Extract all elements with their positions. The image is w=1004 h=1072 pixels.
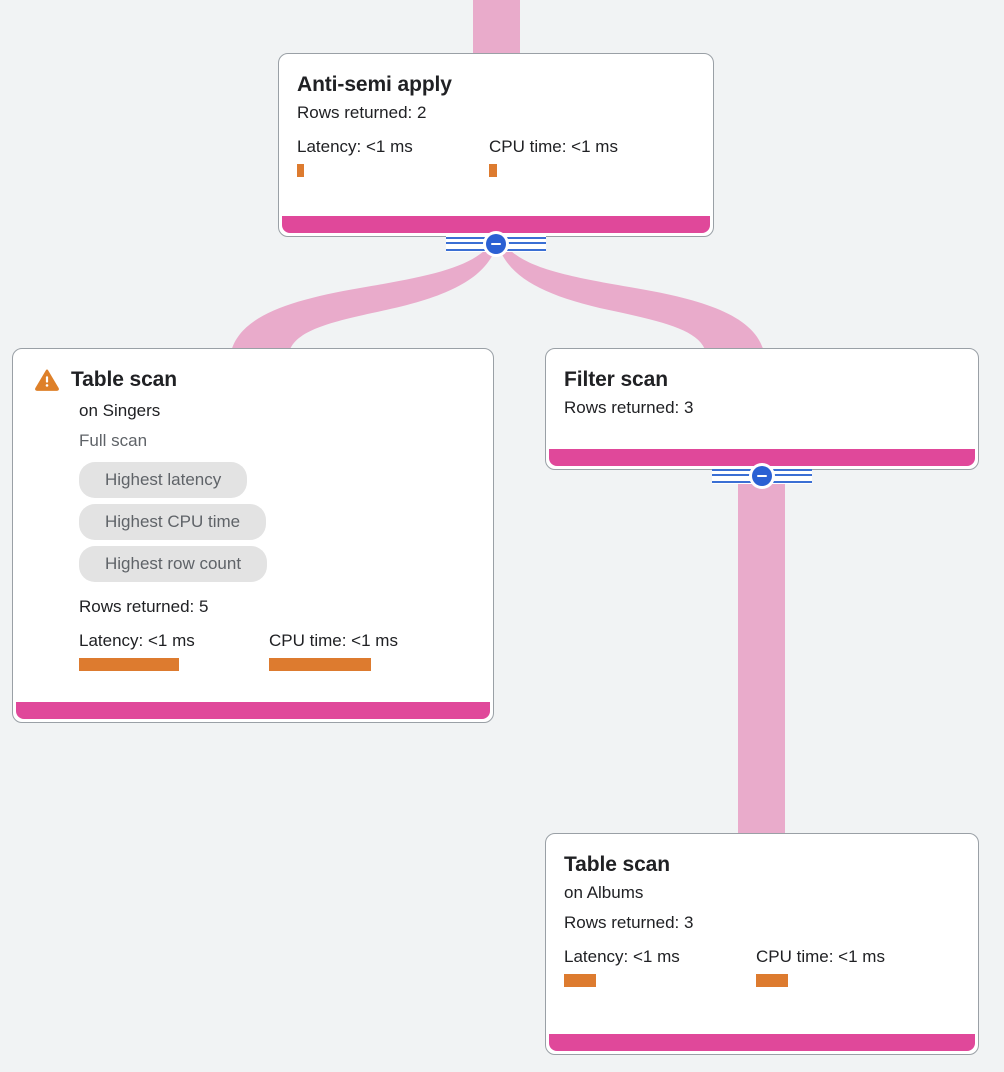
edge-filter-scan-to-table-scan-albums — [738, 477, 785, 836]
metric-cpu-time-bar — [756, 974, 788, 987]
node-body: Anti-semi apply Rows returned: 2 Latency… — [279, 54, 713, 181]
metric-latency-label: Latency: <1 ms — [297, 137, 413, 156]
node-footer-bar — [282, 216, 710, 233]
edge-antisemi-to-filter-scan — [498, 245, 764, 352]
node-footer-bar — [549, 1034, 975, 1051]
rows-returned: Rows returned: 5 — [79, 597, 209, 616]
edge-antisemi-to-table-scan-singers — [231, 245, 497, 352]
node-subtitle: on Singers — [79, 401, 161, 420]
node-filter-scan[interactable]: Filter scan Rows returned: 3 — [545, 348, 979, 470]
metric-latency-bar — [297, 164, 304, 177]
node-title-row: Anti-semi apply — [297, 72, 695, 98]
rows-returned: Rows returned: 2 — [297, 103, 427, 122]
warning-triangle-icon — [35, 369, 59, 396]
node-title: Filter scan — [564, 368, 668, 391]
node-table-scan-singers[interactable]: Table scan on Singers Full scan Highest … — [12, 348, 494, 723]
node-title-row: Table scan — [564, 852, 960, 878]
node-anti-semi-apply[interactable]: Anti-semi apply Rows returned: 2 Latency… — [278, 53, 714, 237]
metric-latency-label: Latency: <1 ms — [79, 631, 195, 650]
node-table-scan-albums[interactable]: Table scan on Albums Rows returned: 3 La… — [545, 833, 979, 1055]
metric-cpu-time-label: CPU time: <1 ms — [269, 631, 398, 650]
metric-cpu-time: CPU time: <1 ms — [489, 136, 681, 177]
node-title-row: Filter scan — [564, 367, 960, 393]
metric-latency: Latency: <1 ms — [297, 136, 489, 177]
node-scan-type: Full scan — [79, 431, 148, 450]
node-footer-bar — [549, 449, 975, 466]
node-body: Filter scan Rows returned: 3 — [546, 349, 978, 427]
metric-latency: Latency: <1 ms — [564, 946, 756, 987]
toggle-filter-scan[interactable] — [712, 463, 812, 489]
node-subtitle: on Albums — [564, 883, 644, 902]
metric-cpu-time: CPU time: <1 ms — [269, 630, 459, 671]
toggle-anti-semi-apply[interactable] — [446, 231, 546, 257]
metric-cpu-time-label: CPU time: <1 ms — [489, 137, 618, 156]
rows-returned: Rows returned: 3 — [564, 913, 694, 932]
chip-highest-latency[interactable]: Highest latency — [79, 462, 248, 498]
metric-cpu-time-label: CPU time: <1 ms — [756, 947, 885, 966]
metric-cpu-time-bar — [269, 658, 371, 671]
minus-glyph — [757, 475, 767, 477]
chip-highest-cpu-time[interactable]: Highest CPU time — [79, 504, 267, 540]
metric-cpu-time: CPU time: <1 ms — [756, 946, 948, 987]
minus-glyph — [491, 243, 501, 245]
node-title: Anti-semi apply — [297, 73, 452, 96]
node-metrics: Latency: <1 ms CPU time: <1 ms — [564, 946, 960, 987]
node-metrics: Latency: <1 ms CPU time: <1 ms — [79, 630, 475, 671]
node-details: on Singers Full scan Highest latency Hig… — [35, 396, 475, 671]
metric-latency-bar — [79, 658, 179, 671]
node-title: Table scan — [71, 368, 177, 391]
metric-latency-label: Latency: <1 ms — [564, 947, 680, 966]
metric-cpu-time-bar — [489, 164, 497, 177]
rows-returned: Rows returned: 3 — [564, 398, 694, 417]
node-footer-bar — [16, 702, 490, 719]
node-body: Table scan on Singers Full scan Highest … — [13, 349, 493, 675]
metric-latency: Latency: <1 ms — [79, 630, 269, 671]
chip-highest-row-count[interactable]: Highest row count — [79, 546, 268, 582]
edge-incoming-root — [473, 0, 520, 56]
node-body: Table scan on Albums Rows returned: 3 La… — [546, 834, 978, 991]
node-title: Table scan — [564, 853, 670, 876]
node-chips: Highest latency Highest CPU time Highest… — [79, 462, 475, 588]
metric-latency-bar — [564, 974, 596, 987]
node-title-row: Table scan — [35, 367, 475, 396]
node-metrics: Latency: <1 ms CPU time: <1 ms — [297, 136, 695, 177]
